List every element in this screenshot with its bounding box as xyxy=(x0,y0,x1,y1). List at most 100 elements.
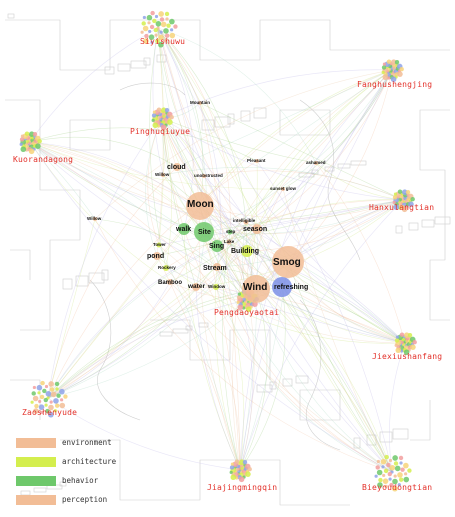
map-building-block xyxy=(156,54,167,63)
edge xyxy=(29,141,248,252)
node-label-wind: Wind xyxy=(243,282,268,293)
map-building-block xyxy=(104,66,115,75)
edge xyxy=(161,117,205,233)
edge xyxy=(29,141,247,223)
site-cluster-dot xyxy=(380,458,387,465)
site-cluster-dot xyxy=(63,394,68,399)
edge xyxy=(228,69,393,243)
site-label-pinghuqiuyue: Pinghuqiuyue xyxy=(130,127,191,136)
site-cluster-dot xyxy=(163,39,167,43)
edge xyxy=(215,69,393,288)
site-cluster-dot xyxy=(397,483,401,487)
node-pleasant xyxy=(255,159,259,163)
map-building-block xyxy=(421,219,435,228)
site-cluster-dot xyxy=(393,192,398,196)
site-label-jiexiushanfang: Jiexiushanfang xyxy=(372,352,443,361)
edge xyxy=(216,245,253,471)
map-building-block xyxy=(253,107,267,119)
edge xyxy=(176,166,248,301)
edge xyxy=(239,162,317,471)
map-outline-path xyxy=(5,19,450,71)
map-building-block xyxy=(227,113,235,125)
site-cluster-dot xyxy=(394,343,398,347)
edge xyxy=(161,117,257,290)
edge xyxy=(161,117,283,288)
edge xyxy=(216,245,406,344)
edge xyxy=(47,221,247,399)
map-building-block xyxy=(395,225,403,234)
edge xyxy=(157,27,165,246)
site-cluster-dot xyxy=(398,477,404,482)
node-bamboo xyxy=(167,279,173,285)
node-label-willow-left: Willow xyxy=(87,216,102,221)
site-cluster-dot xyxy=(154,14,159,19)
edge xyxy=(161,117,218,268)
site-cluster-dot xyxy=(376,469,383,476)
site-cluster-dot xyxy=(31,391,36,396)
site-cluster-dot xyxy=(393,461,399,466)
map-building-block xyxy=(434,216,451,225)
edge xyxy=(94,69,393,220)
map-building-block xyxy=(159,331,173,337)
edge xyxy=(282,69,393,190)
site-cluster-dot xyxy=(154,33,158,37)
legend-item-behavior: behavior xyxy=(16,471,116,490)
legend-swatch-perception xyxy=(16,494,56,505)
site-cluster-dot xyxy=(388,458,393,463)
edge xyxy=(239,286,286,471)
site-cluster-dot xyxy=(155,38,160,44)
site-label-bieyoudongtian: Bieyoudongtian xyxy=(362,483,433,492)
map-building-block xyxy=(353,437,361,449)
site-cluster-dot xyxy=(54,403,60,408)
edge xyxy=(214,266,241,471)
site-cluster-dot xyxy=(408,201,414,207)
site-cluster-dot xyxy=(159,17,165,22)
map-building-block xyxy=(130,60,147,69)
site-cluster-dot xyxy=(383,468,389,474)
site-cluster-dot xyxy=(153,27,158,33)
edge xyxy=(47,231,205,399)
site-cluster-dot xyxy=(48,381,54,387)
edge xyxy=(149,27,167,269)
map-building-block xyxy=(379,431,393,443)
map-building-block xyxy=(337,163,351,169)
site-cluster-dot xyxy=(404,472,408,476)
edge xyxy=(199,205,406,344)
node-season xyxy=(252,224,262,234)
site-cluster-dot xyxy=(376,459,380,464)
site-cluster-dot xyxy=(394,465,401,472)
node-label-building: Building xyxy=(231,248,259,255)
site-cluster-dot xyxy=(143,38,149,44)
legend-item-architecture: architecture xyxy=(16,452,116,471)
edge xyxy=(195,286,406,344)
site-cluster-dot xyxy=(159,30,163,34)
map-building-block xyxy=(282,378,293,387)
site-cluster-dot xyxy=(150,40,154,44)
site-cluster-dot xyxy=(20,134,25,138)
node-label-ashamed: ashamed xyxy=(306,160,326,165)
edge xyxy=(229,199,404,235)
site-cluster-dot xyxy=(32,131,38,137)
site-cluster-dot xyxy=(160,21,167,28)
legend-swatch-architecture xyxy=(16,456,56,467)
edge xyxy=(47,241,230,399)
site-cluster-dot xyxy=(147,21,151,25)
site-cluster-dot xyxy=(245,471,251,477)
edge xyxy=(199,199,404,219)
edge xyxy=(47,299,248,399)
site-cluster-dot xyxy=(19,142,23,146)
site-cluster-dot xyxy=(167,119,173,125)
edge xyxy=(165,267,406,344)
edge xyxy=(203,170,404,201)
node-unobstructed xyxy=(202,174,206,178)
site-cluster-dot xyxy=(28,148,35,155)
legend-label-behavior: behavior xyxy=(62,476,99,485)
legend-swatch-environment xyxy=(16,437,56,448)
edge xyxy=(157,27,221,268)
map-building-block xyxy=(408,222,419,231)
legend: environment architecture behavior percep… xyxy=(16,433,116,509)
site-cluster-dot xyxy=(395,347,402,354)
map-building-block xyxy=(88,272,105,284)
map-building-block xyxy=(172,328,189,334)
site-cluster-dot xyxy=(152,18,157,24)
